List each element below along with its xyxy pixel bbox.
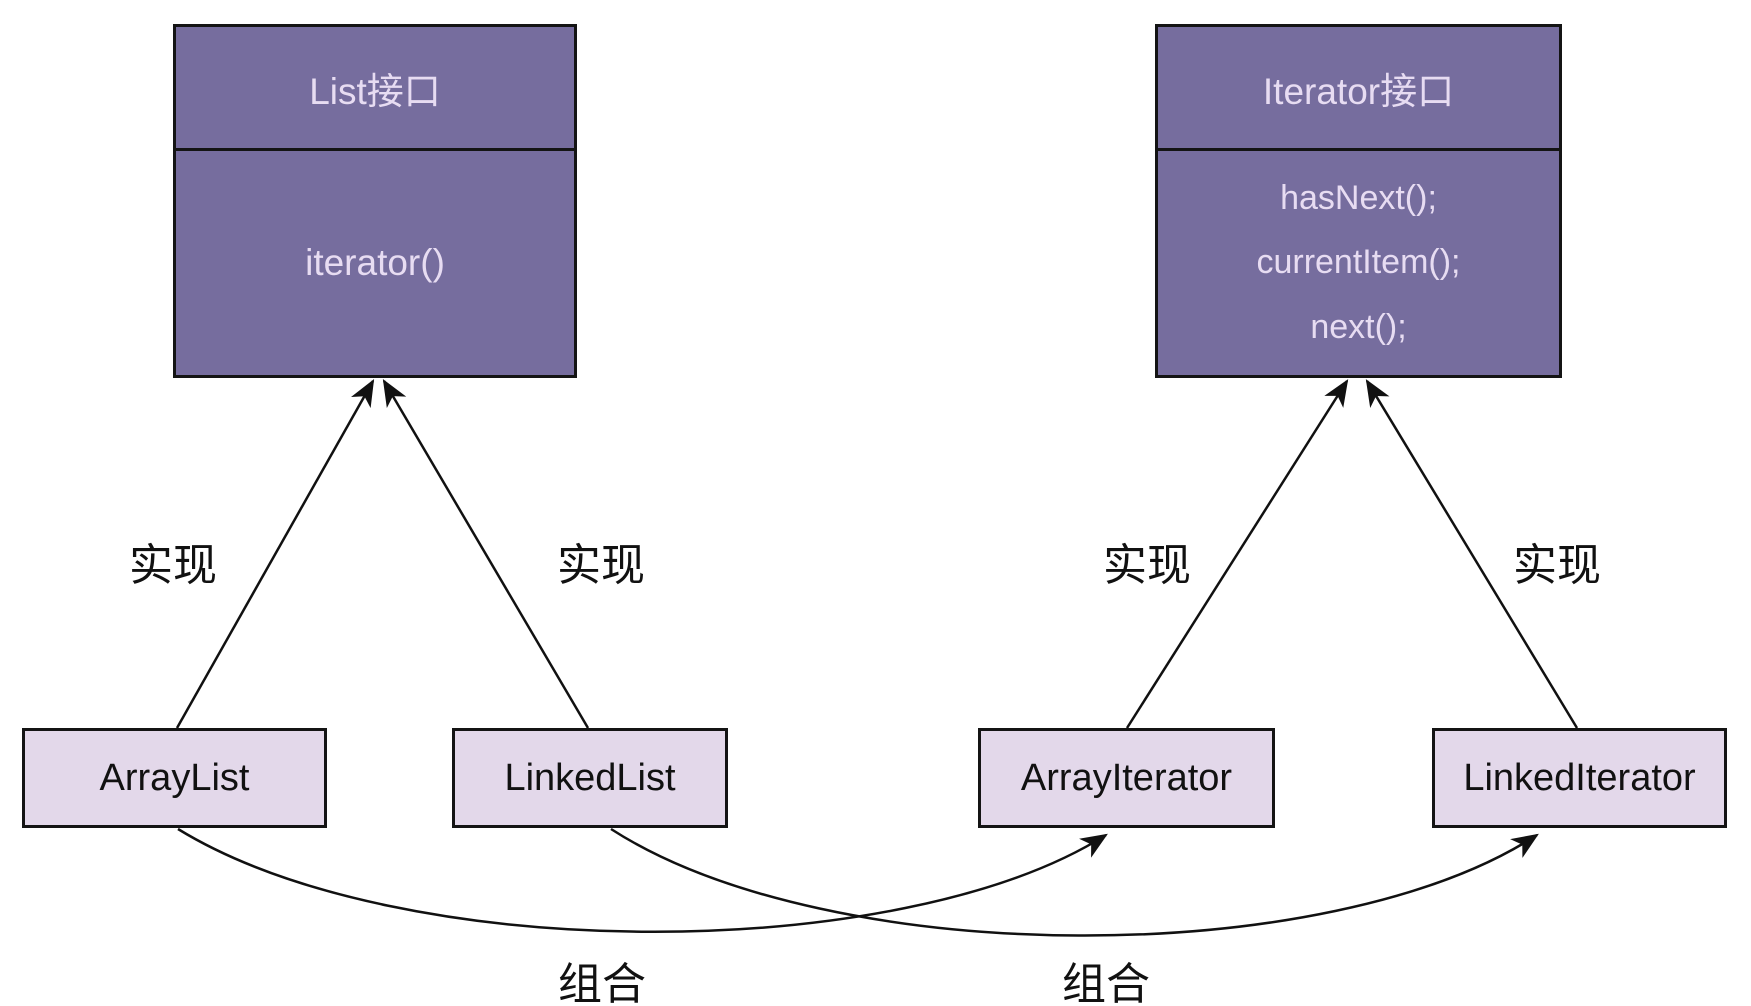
composition-label-2: 组合	[1062, 960, 1150, 1006]
method-iterator: iterator()	[305, 241, 445, 283]
implements-label-4: 实现	[1513, 541, 1601, 590]
method-hasnext: hasNext();	[1280, 178, 1437, 217]
composition-label-1: 组合	[558, 960, 646, 1006]
interface-list-title: List接口	[176, 27, 574, 151]
class-box-arraylist: ArrayList	[22, 728, 327, 828]
implements-label-1: 实现	[129, 541, 217, 590]
method-next: next();	[1310, 307, 1407, 346]
method-currentitem: currentItem();	[1256, 243, 1461, 282]
interface-list-methods: iterator()	[176, 151, 574, 375]
class-box-linkediterator: LinkedIterator	[1432, 728, 1727, 828]
composition-arrow-arraylist-to-arrayiterator	[177, 827, 1108, 933]
interface-box-iterator: Iterator接口 hasNext(); currentItem(); nex…	[1155, 24, 1562, 378]
class-box-linkedlist: LinkedList	[452, 728, 728, 828]
composition-arrow-linkedlist-to-linkediterator	[610, 827, 1539, 937]
implements-label-3: 实现	[1103, 541, 1191, 590]
interface-iterator-title: Iterator接口	[1158, 27, 1559, 151]
interface-box-list: List接口 iterator()	[173, 24, 577, 378]
interface-iterator-methods: hasNext(); currentItem(); next();	[1158, 151, 1559, 375]
implements-label-2: 实现	[557, 541, 645, 590]
class-box-arrayiterator: ArrayIterator	[978, 728, 1275, 828]
